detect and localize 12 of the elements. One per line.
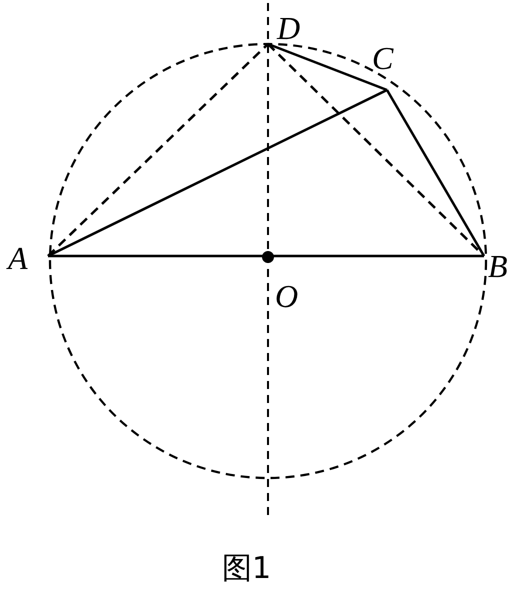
line-segment — [47, 43, 269, 257]
line-segment — [386, 89, 486, 257]
line-segment — [48, 254, 484, 258]
figure-caption: 图1 — [222, 552, 272, 586]
point-label: A — [8, 242, 28, 274]
point-label: B — [488, 250, 508, 282]
line-segment — [47, 88, 388, 258]
line-segment — [267, 43, 485, 257]
point-label: D — [277, 12, 300, 44]
point-label: C — [372, 42, 394, 74]
line-segment — [268, 42, 388, 92]
point-label: O — [275, 280, 298, 312]
